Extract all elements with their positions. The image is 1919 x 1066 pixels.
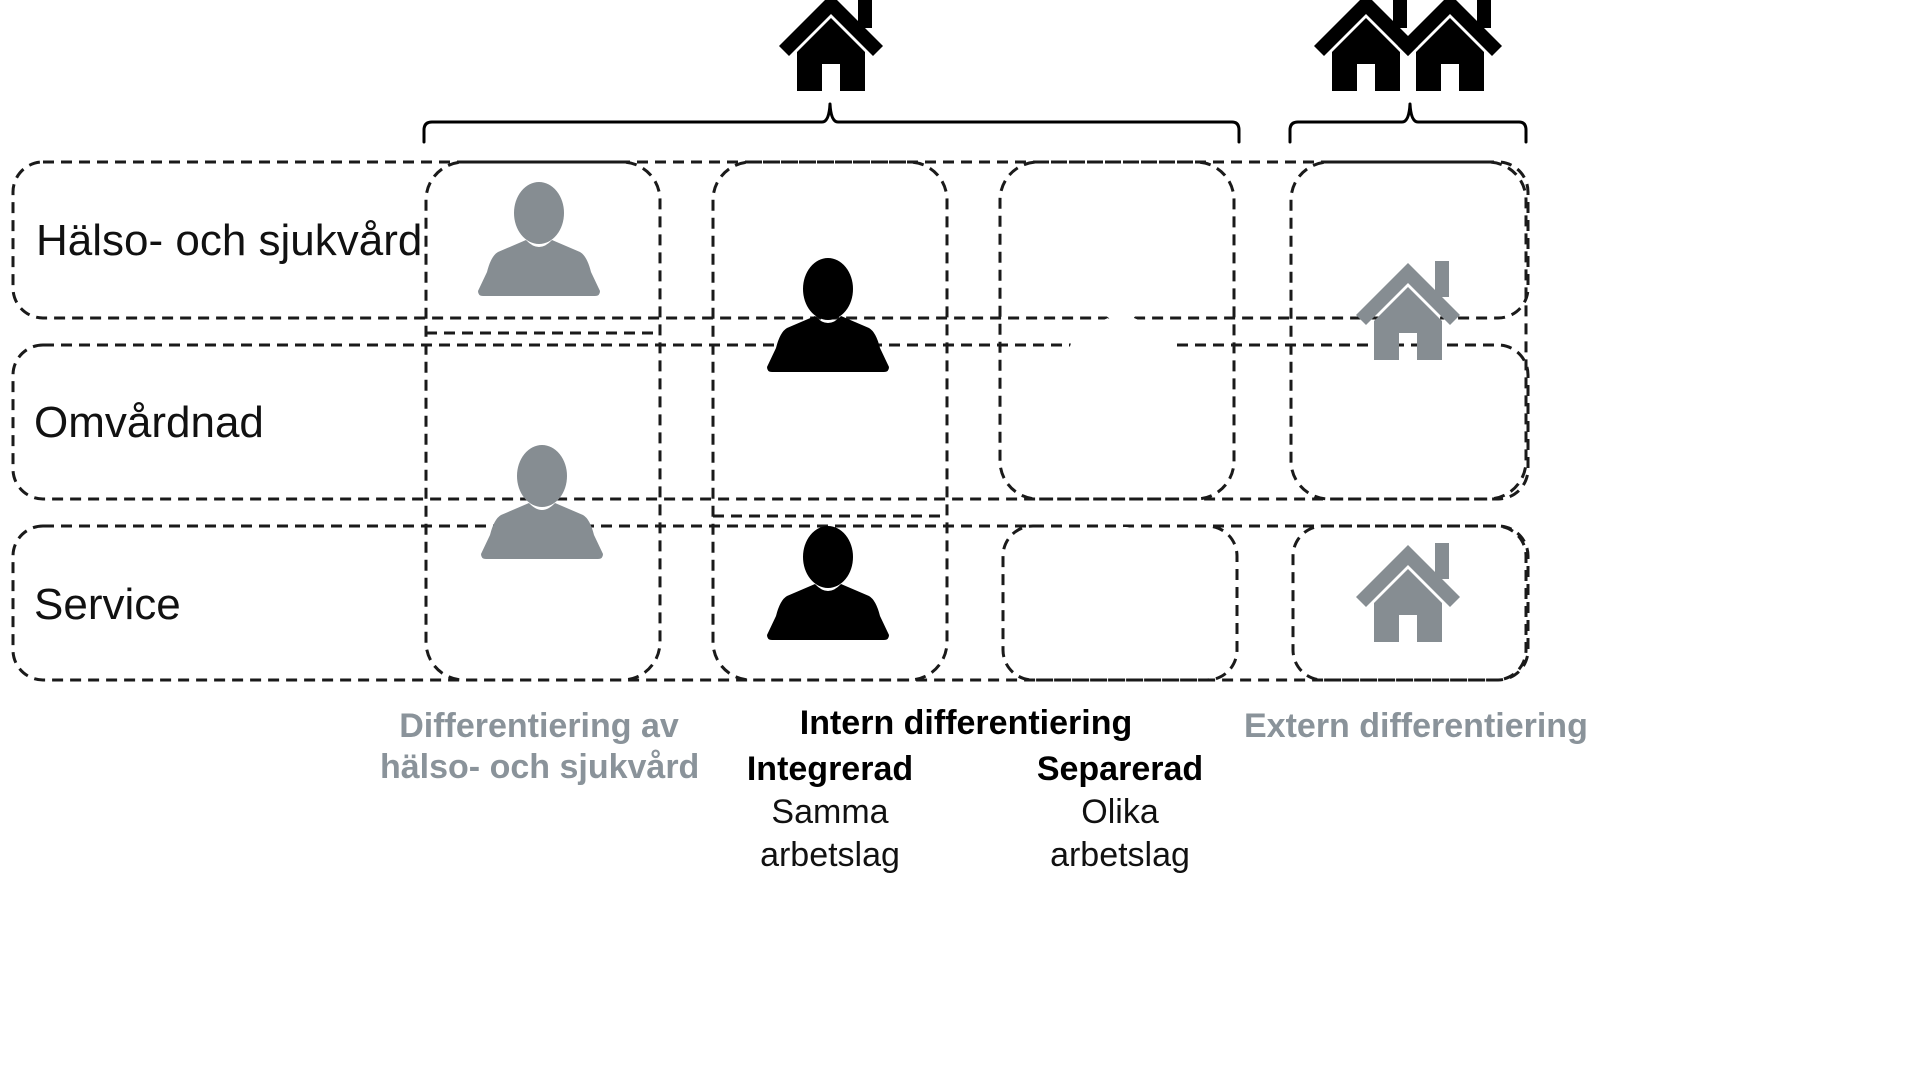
subcaption-line: Samma bbox=[771, 793, 889, 831]
house-icon bbox=[1356, 261, 1460, 360]
person-icon bbox=[1060, 260, 1182, 374]
grey-box-tall bbox=[424, 160, 662, 682]
person-icon bbox=[1064, 527, 1186, 641]
row-band-omvardnad bbox=[11, 343, 1530, 501]
house-icon bbox=[1398, 0, 1502, 91]
column-extern bbox=[1289, 160, 1528, 682]
caption-line: Differentiering av bbox=[399, 707, 679, 745]
subcaption-integrerad: Samma arbetslag bbox=[730, 791, 930, 876]
green-box-tall bbox=[998, 160, 1236, 501]
column-differentiering bbox=[424, 160, 662, 682]
bracket-external bbox=[1288, 102, 1528, 144]
caption-extern-differentiering: Extern differentiering bbox=[1244, 707, 1588, 745]
house-icon bbox=[779, 0, 883, 91]
subcaption-separerad: Olika arbetslag bbox=[1020, 791, 1220, 876]
person-icon bbox=[767, 526, 889, 640]
row-band-service bbox=[11, 524, 1530, 682]
green-box-service bbox=[1001, 524, 1239, 682]
person-icon bbox=[767, 258, 889, 372]
lime-box bbox=[711, 160, 949, 682]
caption-separerad: Separerad bbox=[1036, 750, 1204, 788]
bracket-internal bbox=[422, 102, 1241, 144]
subcaption-line: arbetslag bbox=[760, 835, 900, 874]
caption-integrerad: Integrerad bbox=[746, 750, 914, 788]
person-icon bbox=[478, 182, 600, 296]
row-label-omvardnad: Omvårdnad bbox=[34, 398, 264, 447]
house-icon bbox=[1356, 543, 1460, 642]
column-integrerad bbox=[711, 160, 949, 682]
caption-differentiering: Differentiering av hälso- och sjukvård bbox=[380, 706, 700, 788]
subcaption-line: arbetslag bbox=[1050, 835, 1190, 874]
row-label-halso: Hälso- och sjukvård bbox=[36, 216, 423, 265]
grey-box-tall bbox=[1289, 160, 1528, 501]
caption-line: hälso- och sjukvård bbox=[380, 747, 700, 786]
row-label-service: Service bbox=[34, 580, 181, 629]
person-icon bbox=[481, 445, 603, 559]
column-separerad bbox=[998, 160, 1239, 682]
caption-intern-differentiering: Intern differentiering bbox=[799, 704, 1133, 742]
subcaption-line: Olika bbox=[1081, 793, 1159, 831]
